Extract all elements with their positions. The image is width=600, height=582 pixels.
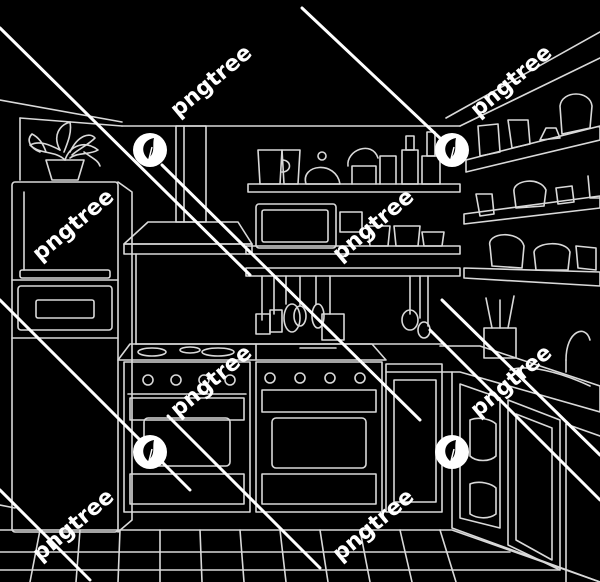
range-hood [123, 125, 253, 255]
potted-plant [28, 121, 101, 181]
right-wall-shelves [463, 93, 600, 287]
cooktop [117, 343, 387, 361]
watermark-stripes [0, 6, 600, 582]
tiled-floor [0, 529, 600, 582]
oven-left [123, 361, 251, 513]
refrigerator [11, 181, 133, 533]
corner-cabinet [385, 363, 443, 513]
back-wall-shelves [245, 131, 461, 255]
oven-right [255, 361, 383, 513]
